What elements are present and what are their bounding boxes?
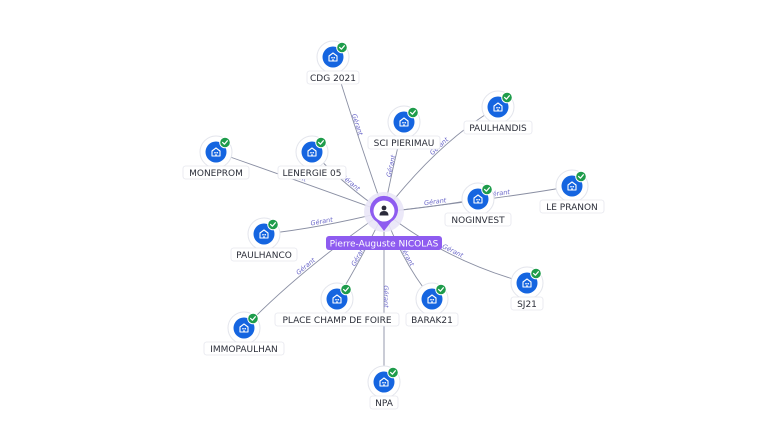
node-label-bg — [539, 199, 605, 214]
company-name: LE PRANON — [546, 203, 598, 213]
edge-label: Gérant — [385, 154, 398, 178]
node-label-bg — [306, 70, 360, 85]
company-name: BARAK21 — [411, 316, 453, 326]
verified-check-icon — [315, 136, 327, 149]
center-label-bg — [326, 236, 442, 250]
verified-check-icon — [407, 106, 419, 119]
building-icon — [567, 181, 577, 191]
building-icon — [239, 323, 249, 333]
company-name: LENERGIE 05 — [282, 169, 341, 179]
verified-check-icon — [219, 136, 231, 149]
edge-label: Gérant — [310, 216, 334, 228]
verified-check-icon — [530, 267, 542, 280]
person-name: Pierre-Auguste NICOLAS — [330, 240, 439, 250]
edge-moneprom — [215, 151, 385, 213]
node-label-bg — [203, 341, 285, 356]
node-label-bg — [369, 395, 399, 410]
company-node-sj21[interactable]: SJ21 — [510, 266, 544, 311]
company-name: PLACE CHAMP DE FOIRE — [282, 316, 391, 326]
company-node-place-champ-de-foire[interactable]: PLACE CHAMP DE FOIRE — [274, 282, 400, 327]
verified-check-icon — [247, 312, 259, 325]
company-node-moneprom[interactable]: MONEPROM — [182, 135, 250, 180]
company-node-barak21[interactable]: BARAK21 — [405, 282, 459, 327]
node-label-bg — [510, 296, 544, 311]
company-name: PAULHANDIS — [469, 124, 527, 134]
company-name: IMMOPAULHAN — [210, 345, 278, 355]
company-node-paulhandis[interactable]: PAULHANDIS — [463, 90, 533, 135]
edge-label: Gérant — [441, 242, 465, 259]
company-name: NOGINVEST — [451, 216, 505, 226]
edge-label: Gérant — [382, 285, 390, 308]
node-label-bg — [182, 165, 250, 180]
edge-immopaulhan — [243, 211, 385, 329]
building-icon — [379, 377, 389, 387]
node-label-bg — [405, 312, 459, 327]
edge-label: Gérant — [487, 188, 511, 199]
company-name: SCI PIERIMAU — [374, 139, 435, 149]
company-name: SJ21 — [517, 300, 537, 310]
edge-label: Gérant — [350, 113, 365, 137]
verified-check-icon — [267, 218, 279, 231]
edge-label: Gérant — [295, 256, 318, 277]
node-label-bg — [277, 165, 347, 180]
building-icon — [399, 117, 409, 127]
company-node-paulhanco[interactable]: PAULHANCO — [230, 217, 298, 262]
node-label-bg — [230, 247, 298, 262]
building-icon — [427, 294, 437, 304]
building-icon — [493, 102, 503, 112]
verified-check-icon — [336, 41, 348, 54]
company-node-sci-pierimau[interactable]: SCI PIERIMAU — [367, 105, 441, 150]
company-node-cdg-2021[interactable]: CDG 2021 — [306, 40, 360, 85]
verified-check-icon — [501, 91, 513, 104]
company-node-immopaulhan[interactable]: IMMOPAULHAN — [203, 311, 285, 356]
node-label-bg — [463, 120, 533, 135]
node-label-bg — [367, 135, 441, 150]
verified-check-icon — [481, 183, 493, 196]
verified-check-icon — [340, 283, 352, 296]
edge-label: Gérant — [424, 196, 448, 207]
building-icon — [473, 194, 483, 204]
building-icon — [332, 294, 342, 304]
company-name: CDG 2021 — [310, 74, 356, 84]
company-node-noginvest[interactable]: NOGINVEST — [444, 182, 512, 227]
person-icon — [379, 205, 389, 216]
verified-check-icon — [575, 170, 587, 183]
building-icon — [259, 229, 269, 239]
company-name: PAULHANCO — [236, 251, 292, 261]
company-name: NPA — [375, 399, 394, 409]
company-node-le-pranon[interactable]: LE PRANON — [539, 169, 605, 214]
center-node[interactable]: Pierre-Auguste NICOLAS — [326, 192, 442, 250]
company-name: MONEPROM — [189, 169, 243, 179]
node-label-bg — [444, 212, 512, 227]
company-node-lenergie-05[interactable]: LENERGIE 05 — [277, 135, 347, 180]
verified-check-icon — [435, 283, 447, 296]
verified-check-icon — [387, 366, 399, 379]
building-icon — [522, 278, 532, 288]
building-icon — [211, 147, 221, 157]
node-label-bg — [274, 312, 400, 327]
building-icon — [328, 52, 338, 62]
building-icon — [307, 147, 317, 157]
company-node-npa[interactable]: NPA — [367, 365, 401, 410]
